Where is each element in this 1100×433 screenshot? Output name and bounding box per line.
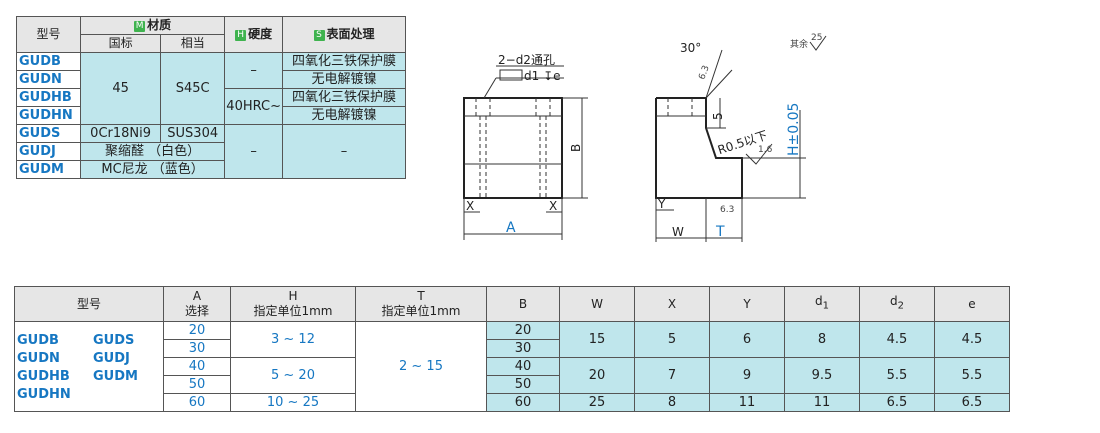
rest-label: 其余: [790, 38, 808, 50]
w-value-cell: 25: [559, 393, 635, 412]
y-value-cell: 6: [709, 321, 785, 358]
material-cell: 聚缩醛 （白色）: [79, 142, 226, 161]
b-value-cell: 20: [486, 321, 560, 340]
dim-x-left: X: [466, 199, 474, 213]
dim-x-right: X: [549, 199, 557, 213]
hardness-tag-icon: H: [235, 30, 247, 41]
a-value-cell: 20: [163, 321, 231, 340]
model-cell: GUDN: [16, 70, 81, 89]
h-range-cell: 5 ~ 20: [230, 357, 356, 394]
e-value-cell: 5.5: [934, 357, 1010, 394]
front-block-outline: [463, 97, 563, 199]
header-equiv: 相当: [160, 34, 226, 53]
b-value-cell: 40: [486, 357, 560, 376]
model-cell: GUDM: [16, 160, 81, 179]
dim-5-label: 5: [711, 112, 725, 120]
surface-cell: 四氧化三铁保护膜: [282, 88, 406, 107]
surface-cell: 无电解镀镍: [282, 70, 406, 89]
d2-value-cell: 4.5: [859, 321, 935, 358]
y-value-cell: 9: [709, 357, 785, 394]
rough-label-1: 6.3: [697, 64, 711, 81]
header-x: X: [634, 286, 710, 322]
e-value-cell: 6.5: [934, 393, 1010, 412]
model-cell: GUDB: [16, 52, 81, 71]
d2-value-cell: 6.5: [859, 393, 935, 412]
h-range-cell: 10 ~ 25: [230, 393, 356, 412]
h-range-cell: 3 ~ 12: [230, 321, 356, 358]
x-value-cell: 7: [634, 357, 710, 394]
d1-value-cell: 11: [784, 393, 860, 412]
side-view-drawing: 30° 6.3 其余 25 5 R0.5以下 1.6 H±0.05 Y W T …: [655, 33, 827, 242]
w-value-cell: 20: [559, 357, 635, 394]
surface-cell: 无电解镀镍: [282, 106, 406, 125]
material-gb-cell: 0Cr18Ni9: [79, 124, 162, 143]
b-value-cell: 30: [486, 339, 560, 358]
a-value-cell: 50: [163, 375, 231, 394]
material-tag-icon: M: [134, 21, 146, 32]
header-e: e: [934, 286, 1010, 322]
d1e-label: d1 ↧e: [524, 69, 561, 83]
y-value-cell: 11: [709, 393, 785, 412]
model-cell: GUDJ: [16, 142, 81, 161]
material-equiv-cell: SUS304: [160, 124, 226, 143]
header-b: B: [486, 286, 560, 322]
hardness-cell: 40HRC~: [224, 88, 284, 125]
dim-a-label: A: [506, 220, 516, 236]
b-value-cell: 60: [486, 393, 560, 412]
a-value-cell: 40: [163, 357, 231, 376]
w-value-cell: 15: [559, 321, 635, 358]
b-value-cell: 50: [486, 375, 560, 394]
t-range-cell: 2 ~ 15: [355, 321, 487, 412]
header-d1: d1: [784, 286, 860, 322]
x-value-cell: 5: [634, 321, 710, 358]
header-w: W: [559, 286, 635, 322]
angle-label: 30°: [680, 41, 701, 55]
dim-y-label: Y: [657, 197, 666, 211]
model-cell: GUDHB: [16, 88, 81, 107]
dim-t-label: T: [715, 224, 725, 240]
model-cell: GUDHN: [16, 106, 81, 125]
e-value-cell: 4.5: [934, 321, 1010, 358]
header-d2: d2: [859, 286, 935, 322]
rough-label-2: 1.6: [758, 145, 773, 155]
rough-label-4: 25: [811, 33, 822, 43]
a-value-cell: 30: [163, 339, 231, 358]
header-y: Y: [709, 286, 785, 322]
surface-cell: 四氧化三铁保护膜: [282, 52, 406, 71]
dim-h-label: H±0.05: [786, 103, 802, 156]
material-equiv-cell: S45C: [160, 52, 226, 125]
d1-value-cell: 8: [784, 321, 860, 358]
dim-w-label: W: [672, 225, 684, 239]
hole-label: 2−d2通孔: [498, 53, 555, 67]
surface-tag-icon: S: [313, 30, 325, 41]
d2-value-cell: 5.5: [859, 357, 935, 394]
material-cell: MC尼龙 （蓝色）: [79, 160, 226, 179]
header-gb: 国标: [79, 34, 162, 53]
surface-cell: –: [282, 124, 406, 179]
model-list-cell: GUDB GUDN GUDHB GUDHN GUDS GUDJ GUDM: [14, 321, 164, 412]
hardness-cell: –: [224, 52, 284, 89]
rough-label-3: 6.3: [720, 205, 734, 215]
a-value-cell: 60: [163, 393, 231, 412]
dim-b-label: B: [569, 144, 583, 152]
d1-value-cell: 9.5: [784, 357, 860, 394]
x-value-cell: 8: [634, 393, 710, 412]
material-gb-cell: 45: [79, 52, 162, 125]
header-model: 型号: [14, 286, 164, 322]
hardness-cell: –: [224, 124, 284, 179]
model-cell: GUDS: [16, 124, 81, 143]
header-model: 型号: [16, 16, 81, 53]
side-block-outline: [655, 97, 743, 199]
front-view-drawing: 2−d2通孔 d1 ↧e B X X A: [463, 53, 588, 240]
